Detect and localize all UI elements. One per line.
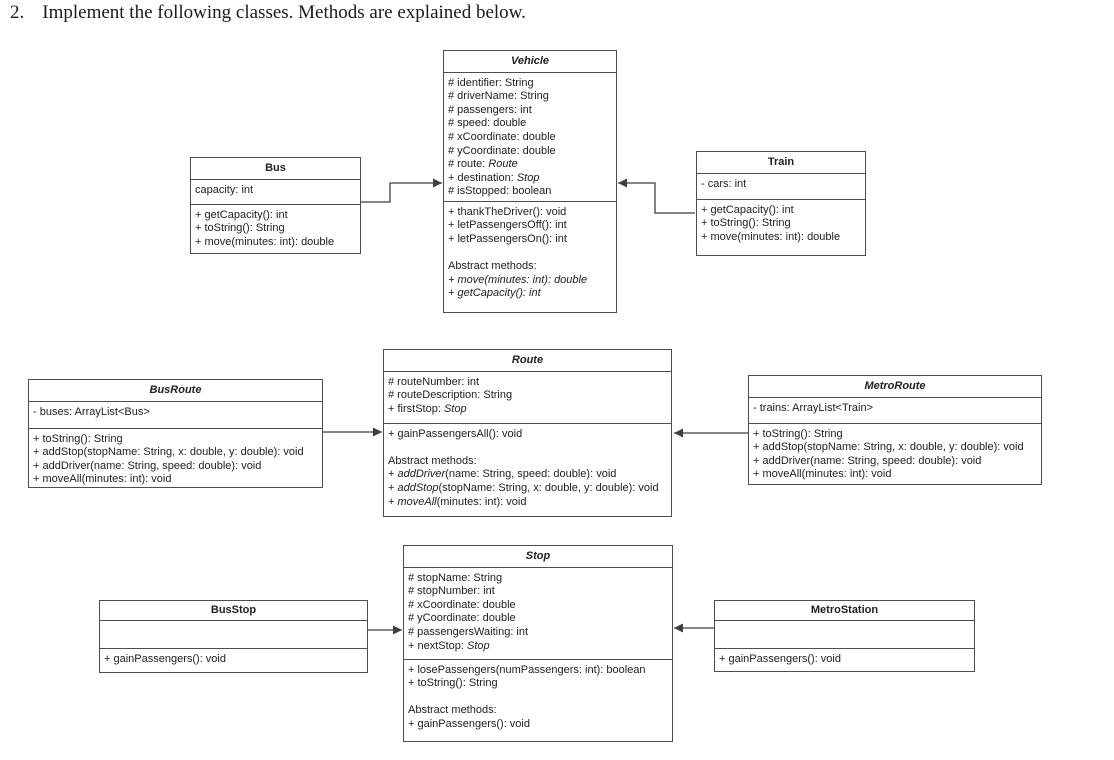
- uml-text-line: + toString(): String: [701, 217, 791, 230]
- class-box-stop: Stop # stopName: String# stopNumber: int…: [403, 545, 673, 742]
- uml-text-line: + gainPassengersAll(): void: [388, 427, 523, 440]
- class-title: MetroRoute: [749, 376, 1041, 398]
- uml-text-line: + addStop(stopName: String, x: double, y…: [388, 481, 659, 494]
- class-title: Route: [384, 350, 671, 372]
- uml-text-line: + moveAll(minutes: int): void: [388, 495, 527, 508]
- arrow-bus-to-vehicle: [361, 178, 442, 203]
- uml-text-line: # yCoordinate: double: [448, 144, 556, 157]
- class-title: Bus: [191, 158, 360, 180]
- uml-text-line: + toString(): String: [33, 432, 123, 445]
- exercise-heading: 2. Implement the following classes. Metho…: [10, 2, 526, 24]
- class-box-metrostation: MetroStation + gainPassengers(): void: [714, 600, 975, 672]
- arrow-train-to-vehicle: [618, 178, 695, 214]
- uml-text-line: # xCoordinate: double: [408, 598, 516, 611]
- uml-text-line: Abstract methods:: [388, 454, 477, 467]
- class-box-busstop: BusStop + gainPassengers(): void: [99, 600, 368, 673]
- class-box-metroroute: MetroRoute - trains: ArrayList<Train> + …: [748, 375, 1042, 485]
- uml-text-line: # xCoordinate: double: [448, 130, 556, 143]
- uml-text-line: # isStopped: boolean: [448, 185, 552, 198]
- methods-section: + toString(): String+ addStop(stopName: …: [749, 424, 1041, 484]
- exercise-number: 2.: [10, 2, 25, 23]
- uml-text-line: # speed: double: [448, 117, 527, 130]
- attributes-section: capacity: int: [191, 180, 360, 205]
- methods-section: + thankTheDriver(): void+ letPassengersO…: [444, 202, 616, 312]
- attributes-section: - buses: ArrayList<Bus>: [29, 402, 322, 429]
- uml-text-line: # passengersWaiting: int: [408, 625, 529, 638]
- class-box-busroute: BusRoute - buses: ArrayList<Bus> + toStr…: [28, 379, 323, 488]
- class-title: MetroStation: [715, 601, 974, 621]
- attributes-section: [715, 621, 974, 649]
- uml-text-line: + destination: Stop: [448, 171, 540, 184]
- class-box-vehicle: Vehicle # identifier: String# driverName…: [443, 50, 617, 313]
- class-box-bus: Bus capacity: int + getCapacity(): int+ …: [190, 157, 361, 254]
- uml-text-line: + firstStop: Stop: [388, 402, 467, 415]
- uml-text-line: + gainPassengers(): void: [719, 652, 841, 665]
- uml-text-line: + move(minutes: int): double: [701, 230, 841, 243]
- uml-text-line: - cars: int: [701, 177, 747, 190]
- exercise-text: Implement the following classes. Methods…: [42, 2, 526, 23]
- uml-text-line: [448, 246, 612, 260]
- uml-text-line: [388, 441, 667, 455]
- uml-text-line: # routeNumber: int: [388, 375, 480, 388]
- uml-text-line: + nextStop: Stop: [408, 639, 490, 652]
- uml-text-line: # yCoordinate: double: [408, 612, 516, 625]
- uml-text-line: + toString(): String: [195, 222, 285, 235]
- methods-section: + getCapacity(): int+ toString(): String…: [191, 205, 360, 253]
- attributes-section: - cars: int: [697, 174, 865, 200]
- attributes-section: # identifier: String# driverName: String…: [444, 73, 616, 202]
- attributes-section: [100, 621, 367, 649]
- class-title: BusStop: [100, 601, 367, 621]
- methods-section: + getCapacity(): int+ toString(): String…: [697, 200, 865, 255]
- uml-text-line: Abstract methods:: [448, 259, 537, 272]
- methods-section: + gainPassengers(): void: [100, 649, 367, 672]
- uml-text-line: + addDriver(name: String, speed: double)…: [33, 459, 262, 472]
- uml-text-line: # route: Route: [448, 158, 518, 171]
- uml-text-line: + letPassengersOff(): int: [448, 219, 567, 232]
- uml-text-line: + move(minutes: int): double: [448, 273, 588, 286]
- uml-text-line: Abstract methods:: [408, 704, 497, 717]
- methods-section: + losePassengers(numPassengers: int): bo…: [404, 660, 672, 741]
- uml-text-line: + losePassengers(numPassengers: int): bo…: [408, 663, 646, 676]
- uml-text-line: [408, 691, 668, 705]
- uml-text-line: + toString(): String: [408, 677, 498, 690]
- uml-text-line: + getCapacity(): int: [448, 287, 541, 300]
- class-box-route: Route # routeNumber: int# routeDescripti…: [383, 349, 672, 517]
- uml-text-line: # routeDescription: String: [388, 389, 513, 402]
- methods-section: + toString(): String+ addStop(stopName: …: [29, 429, 322, 487]
- uml-text-line: + gainPassengers(): void: [104, 652, 226, 665]
- class-title: Stop: [404, 546, 672, 568]
- uml-text-line: + move(minutes: int): double: [195, 235, 335, 248]
- uml-text-line: # driverName: String: [448, 90, 549, 103]
- uml-text-line: - trains: ArrayList<Train>: [753, 401, 874, 414]
- uml-text-line: + addDriver(name: String, speed: double)…: [388, 468, 617, 481]
- class-title: BusRoute: [29, 380, 322, 402]
- uml-text-line: + addStop(stopName: String, x: double, y…: [753, 441, 1024, 454]
- uml-text-line: + gainPassengers(): void: [408, 717, 530, 730]
- attributes-section: # routeNumber: int# routeDescription: St…: [384, 372, 671, 424]
- uml-text-line: - buses: ArrayList<Bus>: [33, 405, 150, 418]
- uml-text-line: + moveAll(minutes: int): void: [33, 473, 172, 486]
- uml-text-line: + letPassengersOn(): int: [448, 232, 567, 245]
- uml-text-line: + thankTheDriver(): void: [448, 205, 567, 218]
- uml-text-line: + toString(): String: [753, 427, 843, 440]
- class-box-train: Train - cars: int + getCapacity(): int+ …: [696, 151, 866, 256]
- uml-text-line: # stopNumber: int: [408, 585, 495, 598]
- uml-text-line: + addStop(stopName: String, x: double, y…: [33, 446, 304, 459]
- uml-text-line: + getCapacity(): int: [701, 203, 794, 216]
- uml-text-line: + moveAll(minutes: int): void: [753, 468, 892, 481]
- uml-text-line: # passengers: int: [448, 103, 532, 116]
- uml-text-line: # identifier: String: [448, 76, 534, 89]
- class-title: Vehicle: [444, 51, 616, 73]
- attributes-section: - trains: ArrayList<Train>: [749, 398, 1041, 424]
- methods-section: + gainPassengers(): void: [715, 649, 974, 671]
- uml-text-line: + getCapacity(): int: [195, 208, 288, 221]
- class-title: Train: [697, 152, 865, 174]
- uml-text-line: + addDriver(name: String, speed: double)…: [753, 454, 982, 467]
- attributes-section: # stopName: String# stopNumber: int# xCo…: [404, 568, 672, 660]
- uml-text-line: capacity: int: [195, 183, 254, 196]
- uml-text-line: # stopName: String: [408, 571, 503, 584]
